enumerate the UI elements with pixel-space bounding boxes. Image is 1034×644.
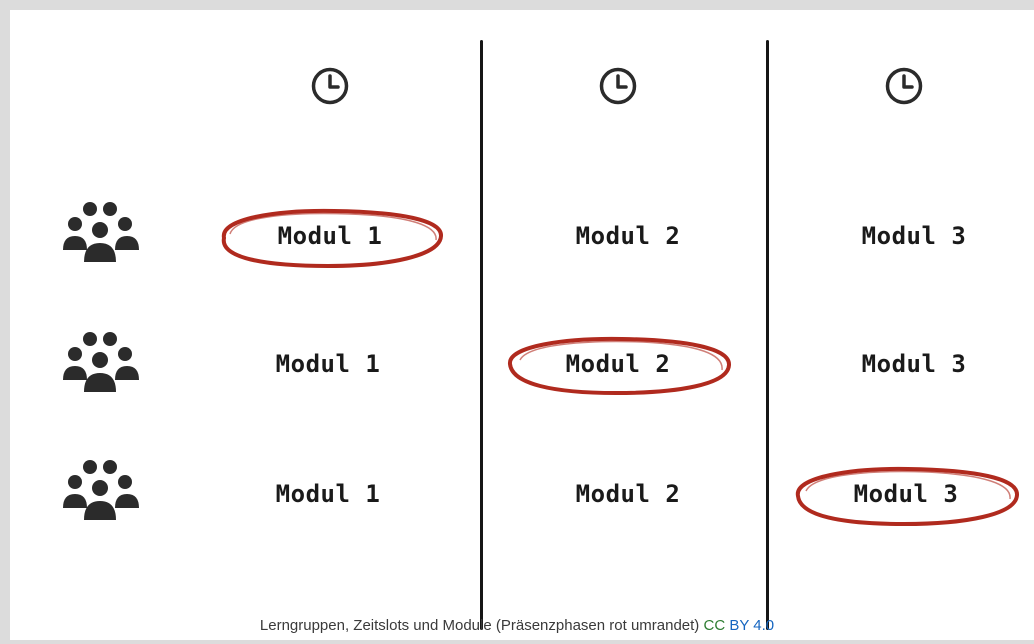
module-label: Modul 3	[861, 350, 967, 378]
group-icon	[63, 332, 139, 392]
column-divider-2	[766, 40, 769, 630]
figure-caption: Lerngruppen, Zeitslots und Module (Präse…	[0, 617, 1034, 634]
clock-icon	[599, 67, 637, 105]
group-icon	[63, 460, 139, 520]
module-cell: Modul 3	[794, 206, 1034, 266]
presence-phase-ellipse	[795, 466, 1019, 527]
license-cc-link[interactable]: CC	[703, 617, 726, 634]
module-label: Modul 1	[277, 222, 383, 250]
module-cell: Modul 1	[208, 334, 448, 394]
module-label: Modul 2	[575, 222, 681, 250]
clock-icon	[885, 67, 923, 105]
module-cell: Modul 2	[508, 206, 748, 266]
module-cell: Modul 3	[794, 334, 1034, 394]
module-label: Modul 1	[275, 350, 381, 378]
presence-phase-ellipse	[508, 336, 731, 396]
module-cell: Modul 2	[508, 464, 748, 524]
license-by-link[interactable]: BY 4.0	[729, 617, 775, 634]
module-label: Modul 3	[861, 222, 967, 250]
clock-icon	[311, 67, 349, 105]
module-cell: Modul 3	[786, 464, 1026, 527]
module-label: Modul 3	[853, 480, 959, 508]
caption-text: Lerngruppen, Zeitslots und Module (Präse…	[259, 617, 700, 634]
column-divider-1	[480, 40, 483, 630]
group-icon	[63, 202, 139, 262]
module-label: Modul 2	[575, 480, 681, 508]
module-cell: Modul 2	[498, 334, 738, 396]
module-label: Modul 2	[565, 350, 671, 378]
module-label: Modul 1	[275, 480, 381, 508]
module-cell: Modul 1	[210, 206, 450, 269]
module-cell: Modul 1	[208, 464, 448, 524]
presence-phase-ellipse	[221, 208, 443, 269]
